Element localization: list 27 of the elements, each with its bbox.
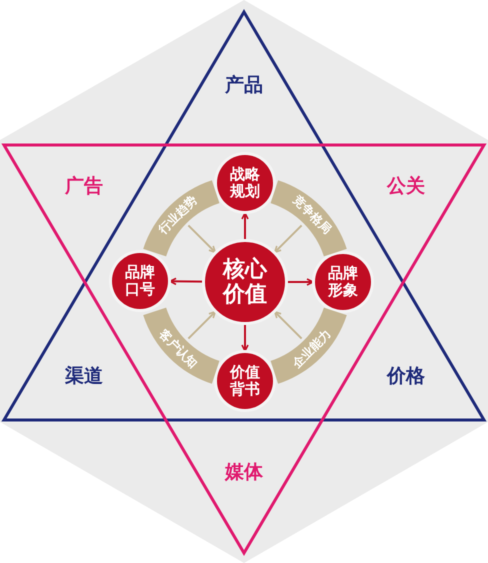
- region-label: 产品: [225, 73, 263, 98]
- arrow: [274, 310, 302, 340]
- node-text: 品牌口号: [124, 264, 156, 298]
- circle-node: [112, 253, 168, 309]
- node-text: 价值背书: [228, 364, 261, 398]
- node-text: 核心价值: [221, 256, 268, 308]
- band-text: 行业趋势: [154, 192, 200, 238]
- arrow: [274, 224, 302, 254]
- node-text: 战略规划: [228, 166, 261, 200]
- node-text: 品牌形象: [326, 264, 359, 300]
- arrow: [241, 324, 249, 352]
- region-label: 公关: [387, 174, 425, 199]
- band-text: 客户认知: [155, 326, 201, 372]
- region-label: 渠道: [65, 364, 103, 389]
- arrow: [169, 278, 204, 286]
- region-label: 媒体: [225, 460, 263, 485]
- circle-node: [315, 254, 371, 310]
- band-text: 竞争格局: [290, 192, 336, 238]
- circle-node: [217, 155, 273, 211]
- arrow: [188, 310, 216, 340]
- circle-node: [217, 353, 273, 409]
- arrow: [241, 212, 249, 240]
- region-label: 广告: [65, 174, 103, 199]
- arrow: [188, 224, 216, 254]
- band-text: 企业能力: [289, 326, 335, 372]
- region-label: 价格: [387, 364, 425, 389]
- arrow: [287, 278, 314, 286]
